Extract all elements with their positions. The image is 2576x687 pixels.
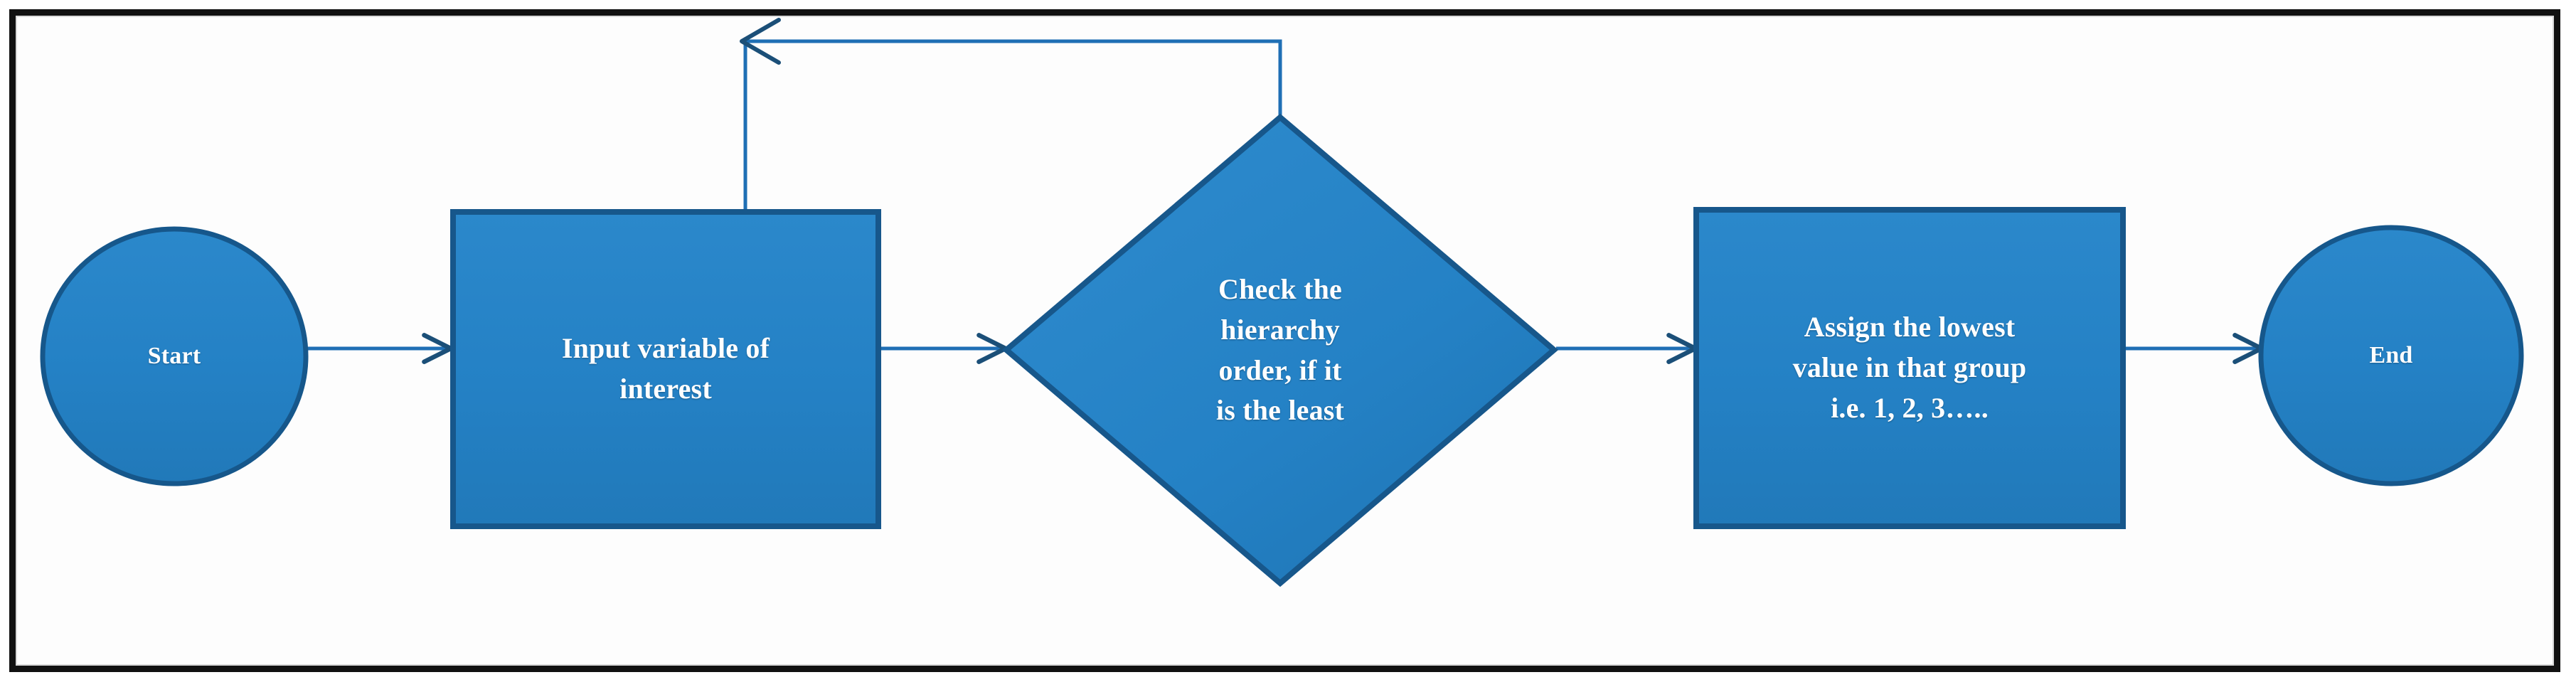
input-process-shape[interactable] <box>450 209 881 529</box>
assign-process-shape[interactable] <box>1693 207 2126 529</box>
edge-check-feedback-to-input <box>743 39 1282 211</box>
connector-layer <box>307 18 2264 364</box>
start-terminator-shape[interactable] <box>40 226 309 486</box>
feedback-arrowhead-icon <box>740 18 781 65</box>
node-layer <box>40 113 2524 587</box>
check-decision-shape[interactable] <box>1001 113 1559 587</box>
end-terminator-shape[interactable] <box>2258 225 2524 486</box>
